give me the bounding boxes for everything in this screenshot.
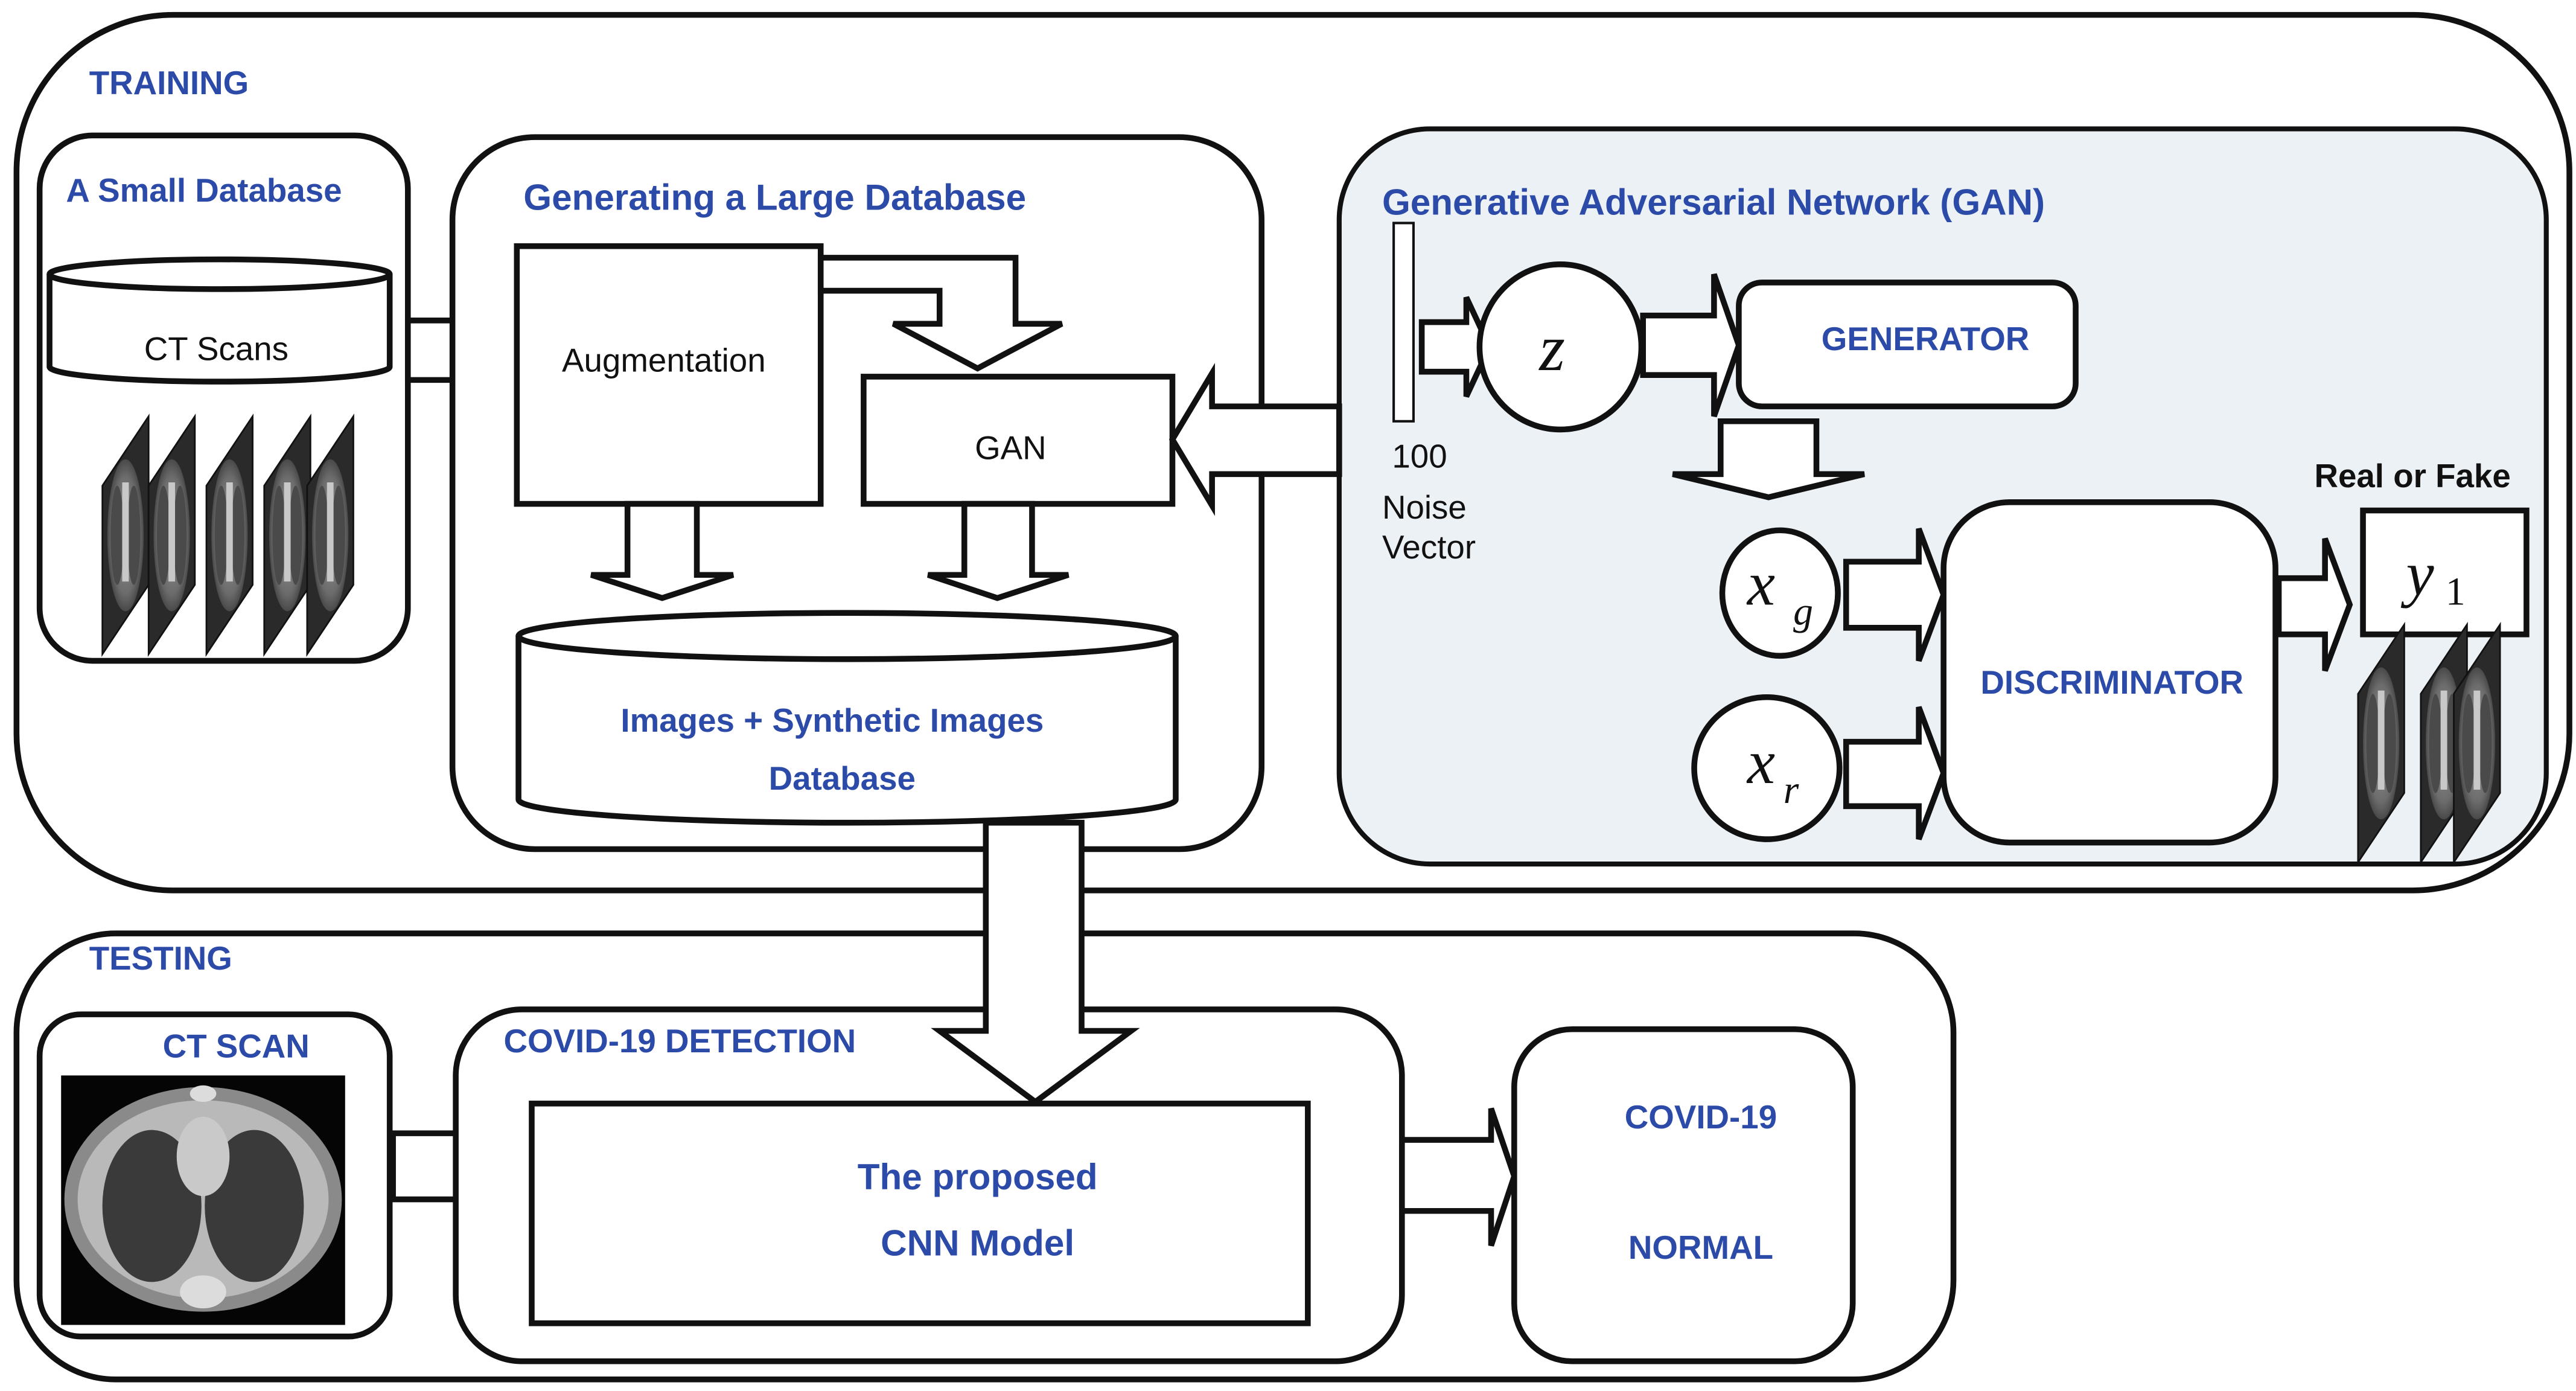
noise-vector-label-3: Vector [1382,528,1476,566]
xr-symbol: x [1746,727,1775,797]
arrow-noise-to-z [1418,296,1493,398]
arrow-discriminator-to-output [2275,537,2353,672]
ct-scan-title: CT SCAN [163,1027,310,1064]
xg-node [1719,527,1841,659]
detection-title: COVID-19 DETECTION [503,1022,856,1060]
xr-subscript: r [1784,768,1799,812]
y1-subscript: 1 [2446,569,2466,613]
gan-inner-label: GAN [975,429,1047,467]
arrow-xr-to-discriminator [1843,706,1947,840]
arrow-augmentation-to-database [590,500,735,601]
synthetic-database-cylinder [515,610,1179,826]
y1-base: y [2401,539,2435,609]
xr-node [1691,694,1843,842]
training-title: TRAINING [89,64,249,101]
arrow-detection-to-results [1398,1107,1517,1247]
large-database-title: Generating a Large Database [523,177,1026,218]
gan-panel-title: Generative Adversarial Network (GAN) [1382,182,2045,223]
cnn-model-line2: CNN Model [881,1223,1074,1264]
gan-inner-box [861,374,1176,507]
synthetic-database-line2: Database [769,759,916,797]
arrow-gan-panel-to-gan-box [1168,363,1342,516]
arrow-augmentation-to-gan [817,255,1063,372]
discriminator-label: DISCRIMINATOR [1980,664,2243,701]
y1-output-box [2360,507,2530,638]
synthetic-database-line1: Images + Synthetic Images [620,702,1044,739]
augmentation-label: Augmentation [562,342,766,379]
cnn-model-box [529,1101,1311,1326]
ct-scans-label: CT Scans [144,330,289,368]
xg-symbol: x [1746,549,1775,618]
xg-subscript: g [1793,589,1813,633]
noise-vector-label-1: 100 [1392,437,1447,475]
y1-symbol: y [2401,539,2435,609]
results-box [1511,1026,1856,1364]
arrow-generator-to-discriminator [1672,418,1865,500]
discriminator-box [1940,499,2278,846]
testing-title: TESTING [89,939,232,977]
xr-base: x [1746,727,1775,797]
noise-vector-label-2: Noise [1382,488,1467,526]
small-database-title: A Small Database [66,171,342,209]
arrow-database-to-cnn-model [931,819,1140,1106]
xg-base: x [1746,549,1775,618]
arrow-gan-to-database [927,500,1070,601]
arrow-xg-to-discriminator [1843,527,1947,662]
augmentation-box [514,243,824,507]
cnn-model-line1: The proposed [858,1157,1098,1197]
z-symbol: z [1538,311,1565,385]
generator-label: GENERATOR [1822,320,2030,357]
ct-scan-image [61,1075,345,1325]
ct-scans-cylinder [46,256,393,385]
noise-vector-bar [1392,222,1415,423]
result-covid-label: COVID-19 [1625,1098,1777,1136]
generator-box [1736,280,2079,409]
result-normal-label: NORMAL [1628,1229,1773,1266]
arrow-z-to-generator [1640,273,1742,418]
real-or-fake-label: Real or Fake [2314,457,2510,494]
